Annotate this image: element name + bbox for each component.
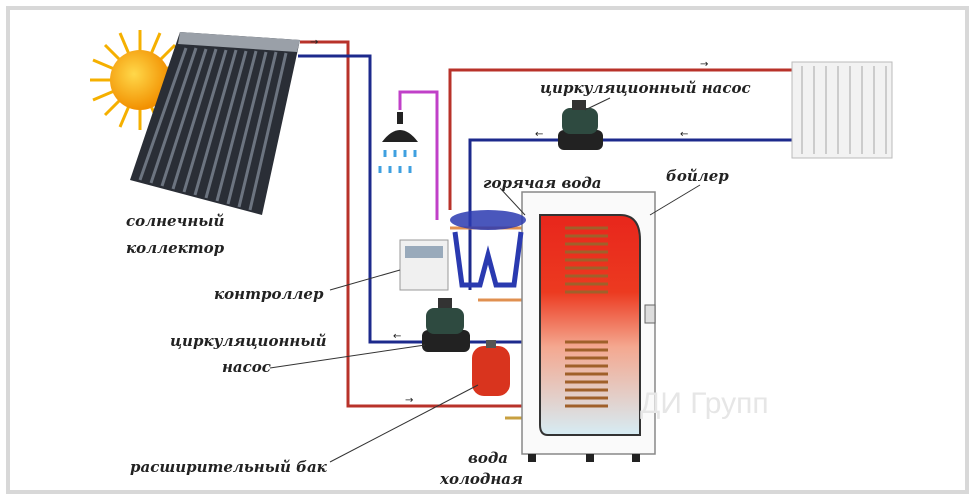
radiator-supply-pipe [448,68,792,210]
radiator-return-pipe [468,138,792,290]
shower-pipe [398,90,439,220]
label-controller: контроллер [214,285,324,303]
svg-text:→: → [310,37,318,48]
solar-collector [130,32,300,215]
radiator-icon [791,61,893,159]
watermark-text: ДИ Групп [640,387,769,420]
svg-text:→: → [405,395,413,406]
shower-icon [378,112,418,173]
upper-pump-icon [558,100,603,150]
flow-arrows: → ← ← → ← → [310,37,708,406]
label-solar-collector-1: солнечный [126,212,225,230]
label-pump-upper: циркуляционный насос [540,79,751,97]
boiler [521,191,656,462]
label-boiler: бойлер [666,167,729,185]
label-cold-water-2: холодная [439,470,523,488]
logo-watermark [450,210,526,288]
hot-collector-pipe [300,40,522,408]
label-solar-collector-2: коллектор [126,239,225,257]
svg-text:←: ← [535,129,543,140]
expansion-tank-icon [472,340,510,396]
controller-icon [399,239,449,291]
label-expansion-tank: расширительный бак [130,458,328,476]
svg-text:←: ← [680,129,688,140]
label-hot-water: горячая вода [483,174,601,192]
svg-text:→: → [700,59,708,70]
label-pump-lower-1: циркуляционный [170,332,327,350]
label-cold-water-1: вода [468,449,508,467]
lower-pump-icon [422,298,470,352]
label-pump-lower-2: насос [222,358,271,376]
svg-text:←: ← [393,331,401,342]
leader-lines [269,97,701,463]
